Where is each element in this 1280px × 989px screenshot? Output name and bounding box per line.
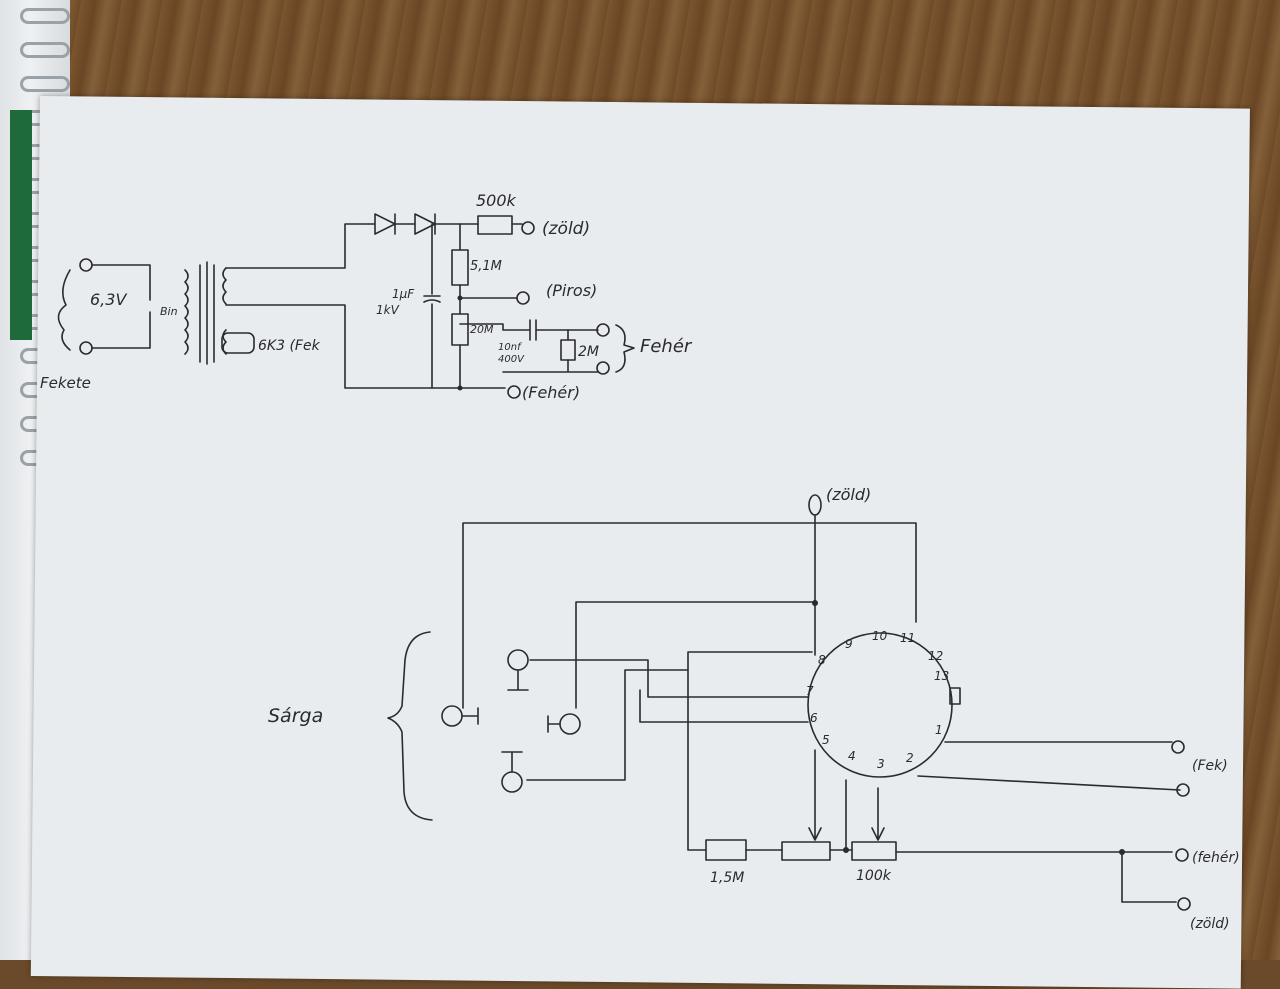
transformer-primary-label: 6,3V xyxy=(90,290,127,309)
terminal-feher-lower xyxy=(1175,848,1189,862)
switch-tab xyxy=(949,687,961,705)
feher-lower-label: (fehér) xyxy=(1192,850,1240,866)
piros-output-label: (Piros) xyxy=(546,281,597,300)
terminal-zold-lower xyxy=(1177,897,1191,911)
diode-pair xyxy=(367,213,479,235)
lower-circuit: 1 2 3 4 5 6 7 8 9 10 11 12 13 (zöld) xyxy=(268,485,1240,932)
heater-output-label: 6K3 (Fek xyxy=(258,338,321,354)
rotary-switch xyxy=(807,632,953,778)
feher-bracket xyxy=(615,324,635,373)
terminal-fek-top xyxy=(1171,740,1185,754)
wire-pos2-out xyxy=(917,775,1181,791)
switch-pos-5: 5 xyxy=(822,733,830,747)
terminal-feher-top xyxy=(596,323,610,337)
wire-to-outputs xyxy=(895,851,1177,903)
switch-pos-1: 1 xyxy=(935,723,943,737)
wire-pos6 xyxy=(639,689,809,723)
upper-circuit: 6,3V Bin Fekete 6K3 (Fek 500k (zöld) 5,1… xyxy=(40,191,693,402)
capacitor-1uf-voltage-label: 1kV xyxy=(376,303,400,317)
fek-label: (Fek) xyxy=(1192,758,1228,774)
zold-lower-label: (zöld) xyxy=(1190,916,1230,932)
terminal-piros xyxy=(516,291,530,305)
capacitor-10n-label: 10nf xyxy=(498,342,522,353)
switch-zold-label: (zöld) xyxy=(826,485,871,504)
resistor-2m xyxy=(560,339,576,361)
pot-middle-wiper xyxy=(808,749,822,841)
wire-pos7 xyxy=(529,659,809,698)
divider-wires xyxy=(431,223,461,389)
switch-pos-6: 6 xyxy=(810,711,818,725)
resistor-1-5m xyxy=(705,839,747,861)
resistor-2m-wires xyxy=(502,329,599,373)
notebook-cover-edge xyxy=(10,110,32,340)
switch-pos-10: 10 xyxy=(872,629,888,643)
capacitor-10n-voltage-label: 400V xyxy=(498,354,525,365)
terminal-zold-top xyxy=(521,221,535,235)
transformer-symbol xyxy=(184,261,227,365)
resistor-5-1m-label: 5,1M xyxy=(470,259,502,274)
switch-pos-4: 4 xyxy=(848,749,856,763)
switch-pos-12: 12 xyxy=(928,649,943,663)
primary-wires xyxy=(91,264,151,349)
input-terminal-top xyxy=(79,258,93,272)
jack-top xyxy=(507,649,529,671)
switch-pos-9: 9 xyxy=(845,637,853,651)
switch-pos-7: 7 xyxy=(806,684,814,698)
pot-100k-wiper xyxy=(871,787,885,841)
wire-pos8-to-res xyxy=(687,651,813,851)
resistor-2m-label: 2M xyxy=(578,344,599,360)
pot-100k-label: 100k xyxy=(856,868,892,884)
resistor-20m xyxy=(451,313,469,346)
wire-pos11 xyxy=(462,522,917,709)
resistor-500k-label: 500k xyxy=(476,191,517,210)
fekete-label: Fekete xyxy=(40,374,91,392)
sarga-label: Sárga xyxy=(268,705,323,727)
capacitor-1uf-label: 1μF xyxy=(392,287,415,301)
capacitor-1uf xyxy=(423,295,441,303)
feher-bracket-label: Fehér xyxy=(640,336,693,357)
schematic-drawing: 6,3V Bin Fekete 6K3 (Fek 500k (zöld) 5,1… xyxy=(40,191,1240,932)
feher-ground-label: (Fehér) xyxy=(522,383,580,402)
capacitor-10n xyxy=(459,319,599,341)
switch-pos-2: 2 xyxy=(906,751,914,765)
heater-output-box xyxy=(221,332,255,354)
switch-pos-11: 11 xyxy=(900,631,915,645)
pot-100k xyxy=(851,841,897,861)
transformer-note-label: Bin xyxy=(160,305,178,318)
secondary-wires xyxy=(225,223,506,389)
wire-lower-jack xyxy=(526,669,689,781)
terminal-feher-ground xyxy=(507,385,521,399)
pot-middle xyxy=(781,841,831,861)
terminal-zold-switch xyxy=(808,494,822,516)
input-bracket xyxy=(57,269,71,351)
jack-left xyxy=(441,705,463,727)
resistor-1-5m-label: 1,5M xyxy=(710,870,744,886)
zold-output-label: (zöld) xyxy=(542,219,590,239)
resistor-5-1m xyxy=(451,249,469,286)
switch-pos-13: 13 xyxy=(934,669,949,683)
switch-pos-8: 8 xyxy=(818,653,826,667)
terminal-feher-bottom xyxy=(596,361,610,375)
wire-pos8-loop xyxy=(575,601,816,709)
sarga-bracket xyxy=(387,631,433,821)
terminal-fek-bottom xyxy=(1176,783,1190,797)
input-terminal-bottom xyxy=(79,341,93,355)
resistor-20m-label: 20M xyxy=(470,323,494,336)
jack-bottom xyxy=(501,771,523,793)
resistor-500k xyxy=(477,215,513,235)
jack-middle xyxy=(559,713,581,735)
switch-pos-3: 3 xyxy=(877,757,885,771)
